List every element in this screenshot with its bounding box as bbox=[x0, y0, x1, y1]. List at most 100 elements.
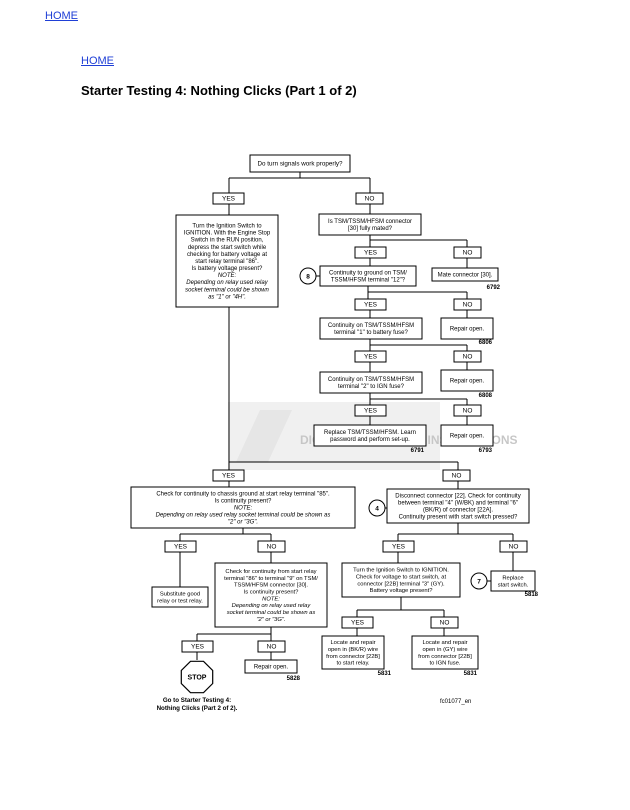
node-no-i: NO bbox=[257, 640, 286, 653]
step-ref-circle-8[interactable]: 8 bbox=[299, 267, 317, 285]
node-text-line: socket terminal could be shown bbox=[185, 287, 269, 293]
node-box bbox=[319, 317, 423, 340]
node-box bbox=[453, 298, 482, 311]
node-repair-open-1: Repair open. bbox=[440, 317, 494, 340]
node-text-line: start relay terminal "86". bbox=[195, 259, 259, 265]
node-box bbox=[321, 635, 385, 670]
node-box bbox=[453, 246, 482, 259]
node-box bbox=[341, 562, 461, 598]
node-text-line: Depending on relay used relay bbox=[186, 280, 268, 286]
goto-next-part-link[interactable]: Go to Starter Testing 4: bbox=[163, 697, 231, 704]
node-text-line: Locate and repair bbox=[422, 640, 467, 646]
node-no-j: NO bbox=[430, 616, 459, 629]
node-cont-ground: Continuity to ground on TSM/TSSM/HFSM te… bbox=[319, 265, 417, 287]
node-text-line: NO bbox=[365, 196, 375, 203]
step-ref-ring bbox=[299, 267, 317, 285]
step-ref-circle-4[interactable]: 4 bbox=[368, 499, 386, 517]
node-box bbox=[212, 469, 245, 482]
node-text-line: IGNITION. With the Engine Stop bbox=[184, 231, 271, 237]
figure-code: 5828 bbox=[287, 676, 301, 682]
node-box bbox=[130, 486, 356, 529]
node-text-line: Check for continuity from start relay bbox=[225, 569, 316, 575]
stop-octagon bbox=[180, 660, 214, 694]
node-text-line: NO bbox=[267, 644, 277, 651]
node-text-line: Do turn signals work properly? bbox=[257, 161, 343, 168]
node-box bbox=[431, 267, 499, 282]
node-text-line: Repair open. bbox=[450, 326, 485, 332]
node-text-line: Continuity present with start switch pre… bbox=[399, 515, 518, 521]
node-text-line: NO bbox=[463, 408, 473, 415]
node-text-line: YES bbox=[364, 250, 378, 257]
node-cont-86-9: Check for continuity from start relayter… bbox=[214, 562, 328, 628]
flowchart-nodes: Do turn signals work properly? YES NO Turn … bbox=[130, 154, 536, 674]
node-text-line: Is continuity present? bbox=[244, 589, 300, 595]
node-box bbox=[175, 214, 279, 308]
node-repair-open-2: Repair open. bbox=[440, 369, 494, 392]
node-text-line: Is TSM/TSSM/HFSM connector bbox=[328, 219, 412, 225]
node-text-line: Switch in the RUN position, bbox=[191, 238, 264, 244]
node-yes-f: YES bbox=[212, 469, 245, 482]
node-text-line: Turn the Ignition Switch to IGNITION. bbox=[353, 568, 449, 574]
node-text-line: TSSM/HFSM connector [30]. bbox=[234, 583, 308, 589]
node-text-line: YES bbox=[364, 302, 378, 309]
node-text-line: Depending on relay used relay socket ter… bbox=[156, 513, 331, 519]
node-text-line: NOTE: bbox=[218, 273, 237, 279]
node-box bbox=[430, 616, 459, 629]
node-text-line: as "1" or "4H". bbox=[208, 294, 246, 300]
node-text-line: Check for continuity to chassis ground a… bbox=[156, 491, 330, 497]
connector-lines bbox=[179, 172, 514, 660]
node-text-line: YES bbox=[351, 620, 365, 627]
node-yes-e: YES bbox=[354, 404, 387, 417]
node-text-line: connector [22B] terminal "3" (GY). bbox=[357, 581, 445, 587]
step-ref-circle-7[interactable]: 7 bbox=[470, 572, 488, 590]
node-chassis-ground: Check for continuity to chassis ground a… bbox=[130, 486, 356, 529]
node-box bbox=[214, 562, 328, 628]
node-box bbox=[490, 570, 536, 592]
node-text-line: relay or test relay. bbox=[157, 598, 203, 604]
node-text-line: NO bbox=[463, 354, 473, 361]
node-text-line: Is continuity present? bbox=[215, 498, 272, 504]
node-text-line: Continuity on TSM/TSSM/HFSM bbox=[328, 377, 414, 383]
node-repair-open-3: Repair open. bbox=[440, 424, 494, 447]
node-text-line: NO bbox=[452, 473, 462, 480]
node-q-turn-signals: Do turn signals work properly? bbox=[249, 154, 351, 173]
node-text-line: NOTE: bbox=[262, 596, 280, 602]
goto-next-part-link[interactable]: Nothing Clicks (Part 2 of 2). bbox=[157, 705, 238, 712]
node-text-line: Replace TSM/TSSM/HFSM. Learn bbox=[324, 430, 416, 436]
node-yes-h: YES bbox=[382, 540, 415, 553]
node-text-line: from connector [22B] bbox=[326, 654, 380, 660]
step-ref-number: 4 bbox=[375, 505, 379, 512]
node-yes-d: YES bbox=[354, 350, 387, 363]
node-box bbox=[354, 350, 387, 363]
node-box bbox=[257, 640, 286, 653]
node-repair-open-4: Repair open. bbox=[244, 659, 298, 674]
node-box bbox=[453, 350, 482, 363]
node-no-a: NO bbox=[355, 192, 384, 205]
node-yes-a: YES bbox=[212, 192, 245, 205]
node-box bbox=[442, 469, 471, 482]
node-box bbox=[355, 192, 384, 205]
node-yes-c: YES bbox=[354, 298, 387, 311]
node-text-line: Disconnect connector [22]. Check for con… bbox=[395, 493, 520, 499]
node-box bbox=[411, 635, 479, 670]
node-text-line: Continuity on TSM/TSSM/HFSM bbox=[328, 323, 414, 329]
node-text-line: (BK/R) of connector [22A]. bbox=[423, 508, 493, 514]
node-no-c: NO bbox=[453, 298, 482, 311]
node-text-line: to start relay. bbox=[336, 661, 369, 667]
node-text-line: YES bbox=[222, 196, 236, 203]
node-text-line: [30] fully mated? bbox=[348, 226, 393, 232]
node-text-line: YES bbox=[174, 544, 188, 551]
node-box bbox=[499, 540, 528, 553]
home-link[interactable]: HOME bbox=[81, 55, 114, 67]
home-link-top[interactable]: HOME bbox=[45, 10, 78, 22]
node-box bbox=[440, 424, 494, 447]
node-disconnect-22: Disconnect connector [22]. Check for con… bbox=[386, 488, 530, 524]
node-box bbox=[313, 424, 427, 447]
node-text-line: terminal "1" to battery fuse? bbox=[334, 330, 408, 336]
